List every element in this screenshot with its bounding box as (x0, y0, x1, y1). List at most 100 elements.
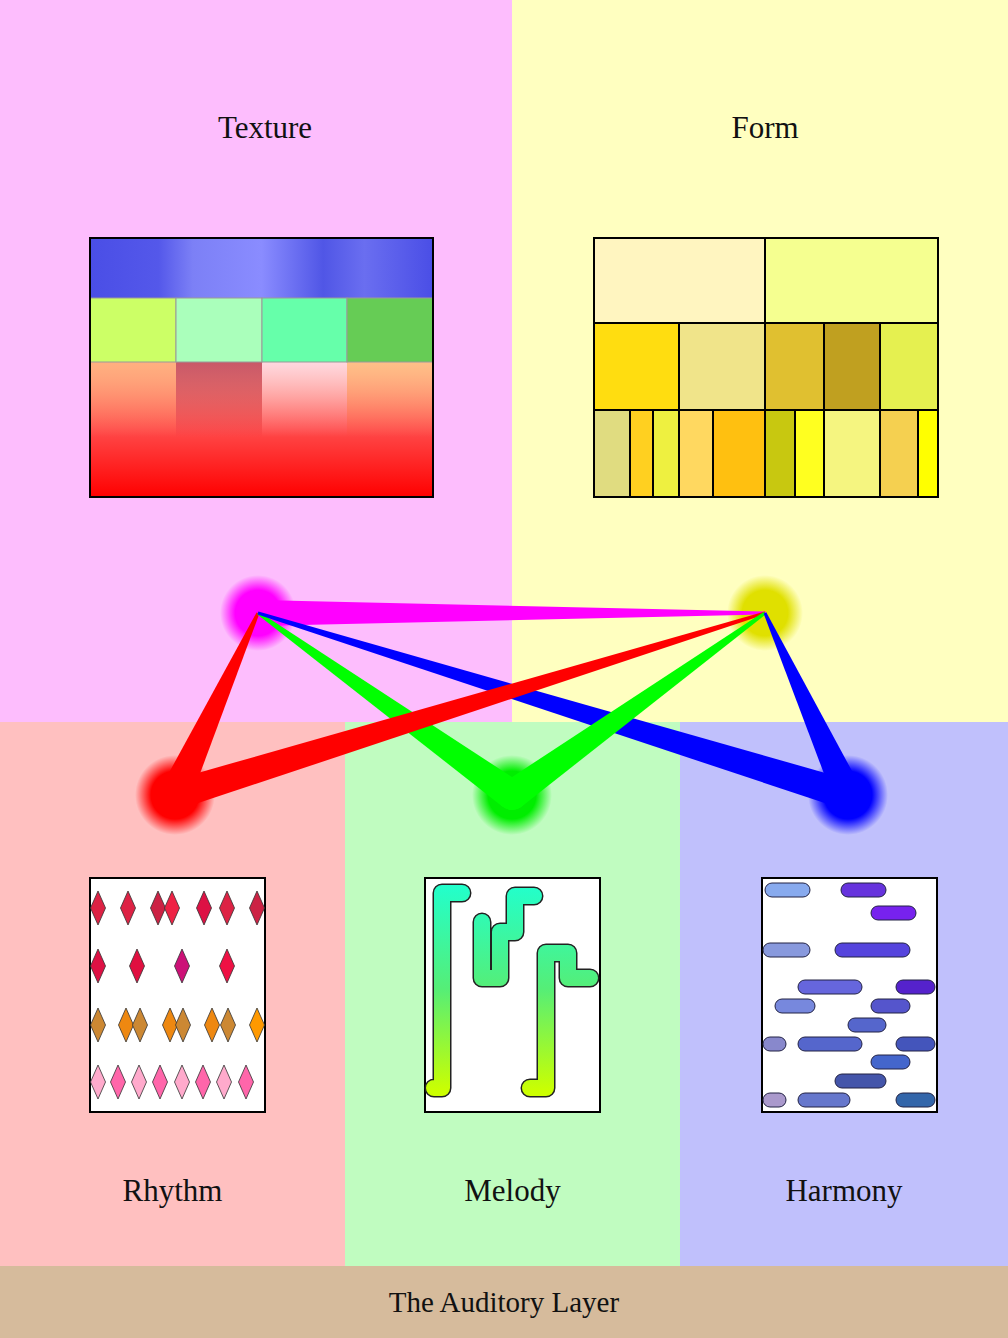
picture-part (594, 410, 630, 497)
picture-part (239, 1065, 254, 1099)
picture-part (133, 1008, 148, 1042)
picture-part (896, 1093, 935, 1107)
picture-part (841, 883, 886, 897)
link-end (833, 780, 863, 810)
link-shape (160, 612, 259, 801)
picture-part (220, 891, 235, 925)
link-shape (171, 612, 766, 810)
picture-part (221, 1008, 236, 1042)
picture-part (220, 949, 235, 983)
picture-part (91, 949, 106, 983)
picture-part (90, 238, 433, 298)
link-wedge (160, 612, 765, 810)
picture-part (175, 949, 190, 983)
link-shape (258, 600, 765, 626)
picture-part (727, 575, 803, 651)
picture-part (217, 1065, 232, 1099)
picture-part (119, 1008, 134, 1042)
picture-part (90, 298, 176, 362)
link-end (497, 780, 527, 810)
picture-part (205, 1008, 220, 1042)
texture-picture (90, 238, 433, 497)
picture-part (918, 410, 938, 497)
picture-part (482, 896, 534, 978)
picture-part (775, 999, 815, 1013)
rhythm-picture (90, 878, 265, 1112)
picture-part (835, 1074, 886, 1088)
picture-part (176, 362, 262, 437)
link-end (159, 779, 191, 811)
picture-part (765, 410, 795, 497)
picture-part (871, 1055, 910, 1069)
picture-part (196, 1065, 211, 1099)
picture-part (250, 1008, 265, 1042)
link-shape (764, 612, 862, 801)
picture-part (762, 878, 937, 1112)
link-shape (503, 612, 766, 807)
picture-part (871, 999, 910, 1013)
picture-part (90, 362, 433, 497)
picture-part (262, 298, 347, 362)
link-wedge (258, 612, 863, 810)
harmony-region: Harmony (680, 722, 1008, 1266)
region-label: The Auditory Layer (294, 1285, 714, 1320)
picture-part (175, 1065, 190, 1099)
picture-part (765, 238, 938, 323)
form-region: Form (512, 0, 1008, 722)
picture-part (763, 1093, 786, 1107)
picture-part (679, 410, 713, 497)
picture-part (176, 298, 262, 362)
picture-part (434, 893, 590, 1088)
picture-part (896, 1037, 935, 1051)
picture-part (472, 755, 552, 835)
picture-part (425, 878, 600, 1112)
picture-part (824, 410, 880, 497)
link-wedge (258, 600, 767, 626)
link-end (497, 780, 527, 810)
rhythm-region: Rhythm (0, 722, 345, 1266)
region-label: Harmony (688, 1172, 1000, 1209)
picture-part (808, 755, 888, 835)
picture-part (763, 1037, 786, 1051)
link-end (833, 780, 863, 810)
picture-part (153, 1065, 168, 1099)
picture-part (824, 323, 880, 410)
picture-part (530, 953, 590, 1088)
link-shape (258, 612, 853, 810)
link-wedge (497, 612, 766, 810)
picture-part (165, 891, 180, 925)
picture-part (594, 323, 679, 410)
picture-part (434, 893, 590, 1088)
picture-part (679, 323, 765, 410)
picture-part (91, 1008, 106, 1042)
picture-part (871, 906, 916, 920)
link-end (764, 612, 767, 615)
picture-part (135, 755, 215, 835)
picture-part (653, 410, 679, 497)
glow-dots (135, 575, 888, 835)
picture-part (176, 1008, 191, 1042)
picture-part (220, 575, 296, 651)
link-wedge (159, 612, 259, 811)
picture-part (151, 891, 166, 925)
picture-part (795, 410, 824, 497)
picture-part (121, 891, 136, 925)
region-label: Form (555, 109, 975, 146)
picture-part (347, 298, 433, 362)
picture-part (90, 238, 433, 497)
picture-part (798, 980, 862, 994)
picture-part (765, 883, 810, 897)
link-end (160, 780, 190, 810)
region-label: Texture (55, 109, 475, 146)
picture-part (434, 893, 462, 1088)
link-shape (257, 612, 521, 807)
region-label: Rhythm (8, 1172, 337, 1209)
picture-part (90, 362, 176, 437)
picture-part (848, 1018, 886, 1032)
picture-part (90, 878, 265, 1112)
picture-part (130, 949, 145, 983)
region-label: Melody (353, 1172, 672, 1209)
